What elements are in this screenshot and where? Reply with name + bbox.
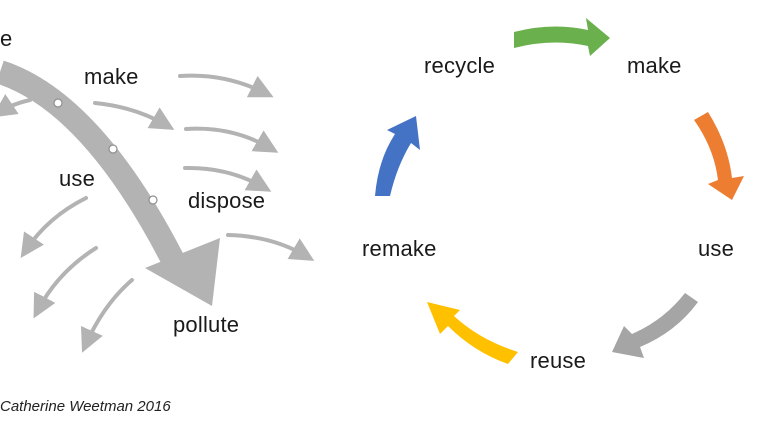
scatter-arrow	[33, 246, 98, 319]
main-arrow-dot	[108, 144, 118, 154]
linear-label-dispose: dispose	[188, 188, 266, 213]
circular-cycle-arrows	[375, 18, 744, 364]
cycle-label-reuse: reuse	[530, 348, 587, 373]
scatter-arrow	[93, 101, 175, 130]
scatter-arrow	[80, 278, 134, 353]
linear-label-use: use	[59, 166, 96, 191]
scatter-arrow	[183, 165, 272, 192]
cycle-arrow-remake-to-recycle	[375, 116, 420, 196]
main-arrow-head	[145, 238, 220, 306]
linear-cut-label: e	[0, 26, 13, 51]
cycle-arrow-use-to-reuse	[612, 293, 698, 358]
scatter-arrow	[0, 94, 32, 118]
cycle-label-remake: remake	[362, 236, 437, 261]
cycle-arrow-reuse-to-remake	[427, 302, 518, 364]
linear-label-make: make	[84, 64, 139, 89]
cycle-arrow-recycle-to-make	[514, 18, 610, 56]
linear-scatter-arrows	[0, 73, 315, 353]
linear-label-pollute: pollute	[173, 312, 240, 337]
cycle-label-make: make	[627, 53, 682, 78]
scatter-arrow	[20, 196, 88, 258]
scatter-arrow	[226, 233, 315, 261]
cycle-label-use: use	[698, 236, 735, 261]
copyright-credit: Catherine Weetman 2016	[0, 398, 171, 415]
cycle-label-recycle: recycle	[424, 53, 496, 78]
main-arrow-dot	[53, 98, 63, 108]
scatter-arrow	[184, 126, 279, 153]
main-arrow-shaft	[0, 60, 185, 268]
cycle-arrow-make-to-use	[694, 112, 744, 200]
scatter-arrow	[178, 73, 274, 98]
main-arrow-dot	[148, 195, 158, 205]
linear-main-arrow	[0, 60, 220, 306]
